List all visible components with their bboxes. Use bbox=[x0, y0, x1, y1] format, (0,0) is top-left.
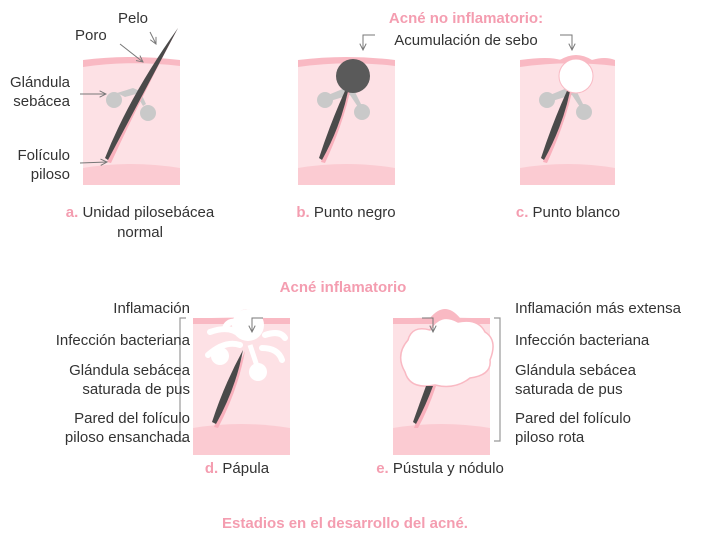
panel-a-normal-unit: Pelo Poro Glándula sebácea Folículo pilo… bbox=[10, 10, 215, 241]
sebaceous-gland bbox=[106, 92, 122, 108]
label-saturada: saturada de pus bbox=[515, 381, 623, 398]
label-piloso: piloso bbox=[31, 166, 70, 183]
caption-e: e. Pústula y nódulo bbox=[376, 460, 504, 477]
caption-a: a. Unidad pilosebácea bbox=[66, 204, 215, 221]
panel-e-pustule-nodule: Inflamación más extensa Infección bacter… bbox=[376, 300, 681, 477]
label-pared: Pared del folículo bbox=[515, 410, 631, 427]
blackhead-plug bbox=[336, 59, 370, 93]
inflammatory-title: Acné inflamatorio bbox=[280, 279, 407, 296]
label-piloso-rota: piloso rota bbox=[515, 429, 585, 446]
label-infeccion: Infección bacteriana bbox=[515, 332, 650, 349]
label-pared: Pared del folículo bbox=[74, 410, 190, 427]
label-saturada: saturada de pus bbox=[82, 381, 190, 398]
whitehead bbox=[558, 58, 594, 94]
panel-d-papule: Inflamación Infección bacteriana Glándul… bbox=[56, 300, 290, 477]
label-infeccion: Infección bacteriana bbox=[56, 332, 191, 349]
label-pelo: Pelo bbox=[118, 10, 148, 27]
figure-caption: Estadios en el desarrollo del acné. bbox=[222, 515, 468, 532]
caption-d: d. Pápula bbox=[205, 460, 270, 477]
label-inflamacion-extensa: Inflamación más extensa bbox=[515, 300, 682, 317]
caption-c: c. Punto blanco bbox=[516, 204, 620, 221]
label-glandula: Glándula sebácea bbox=[515, 362, 637, 379]
non-inflammatory-subtitle: Acumulación de sebo bbox=[394, 32, 537, 49]
panel-c-whitehead: c. Punto blanco bbox=[516, 55, 620, 221]
pus-mass bbox=[399, 317, 494, 388]
non-inflammatory-title: Acné no inflamatorio: bbox=[389, 10, 543, 27]
bracket bbox=[494, 317, 501, 442]
label-glandula: Glándula bbox=[10, 74, 71, 91]
label-piloso: piloso ensanchada bbox=[65, 429, 191, 446]
arrow-down-icon bbox=[363, 34, 375, 50]
label-inflamacion: Inflamación bbox=[113, 300, 190, 317]
bracket bbox=[179, 317, 186, 442]
label-sebacea: sebácea bbox=[13, 93, 70, 110]
caption-b: b. Punto negro bbox=[296, 204, 395, 221]
hair bbox=[105, 28, 178, 160]
label-foliculo: Folículo bbox=[17, 147, 70, 164]
panel-b-blackhead: b. Punto negro bbox=[296, 57, 396, 221]
label-glandula: Glándula sebácea bbox=[69, 362, 191, 379]
arrow-down-icon bbox=[560, 34, 572, 50]
label-poro: Poro bbox=[75, 27, 107, 44]
caption-a-line2: normal bbox=[117, 224, 163, 241]
